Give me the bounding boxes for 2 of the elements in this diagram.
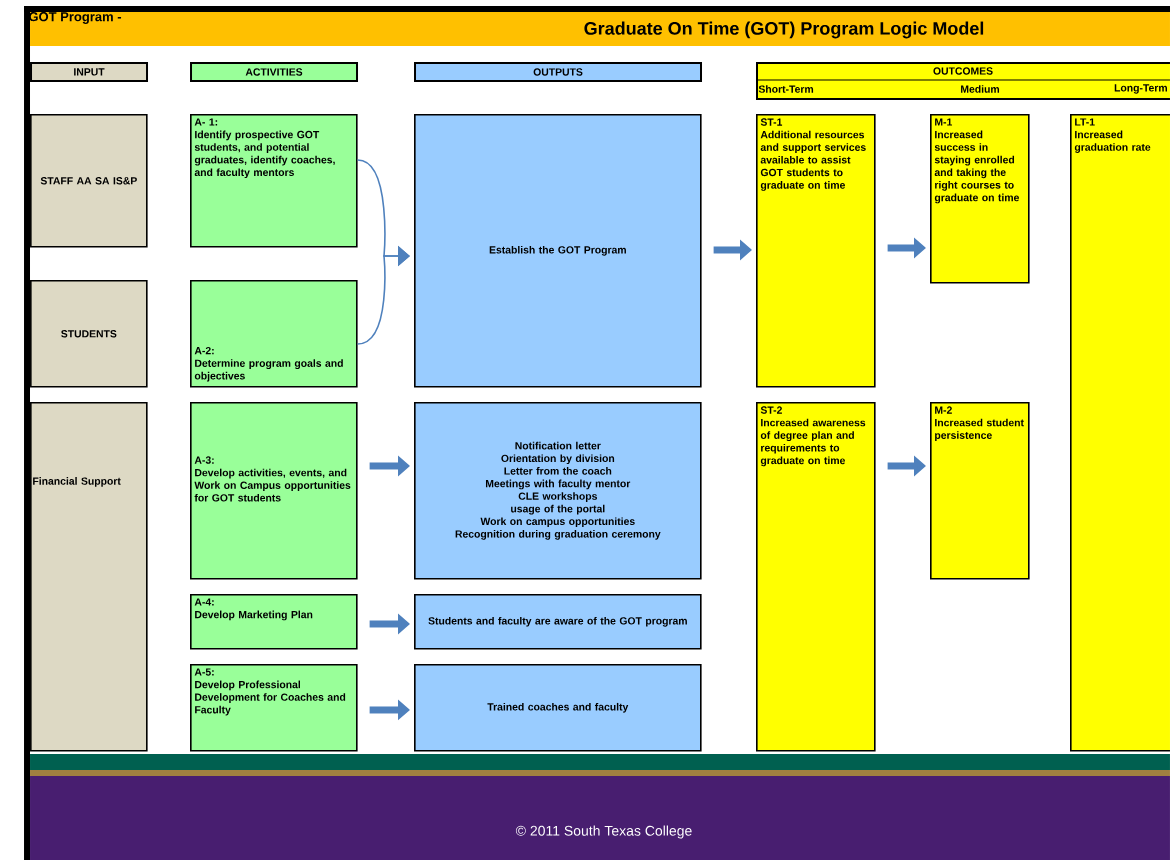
title: Graduate On Time (GOT) Program Logic Model	[584, 21, 984, 39]
arrow	[356, 245, 410, 345]
